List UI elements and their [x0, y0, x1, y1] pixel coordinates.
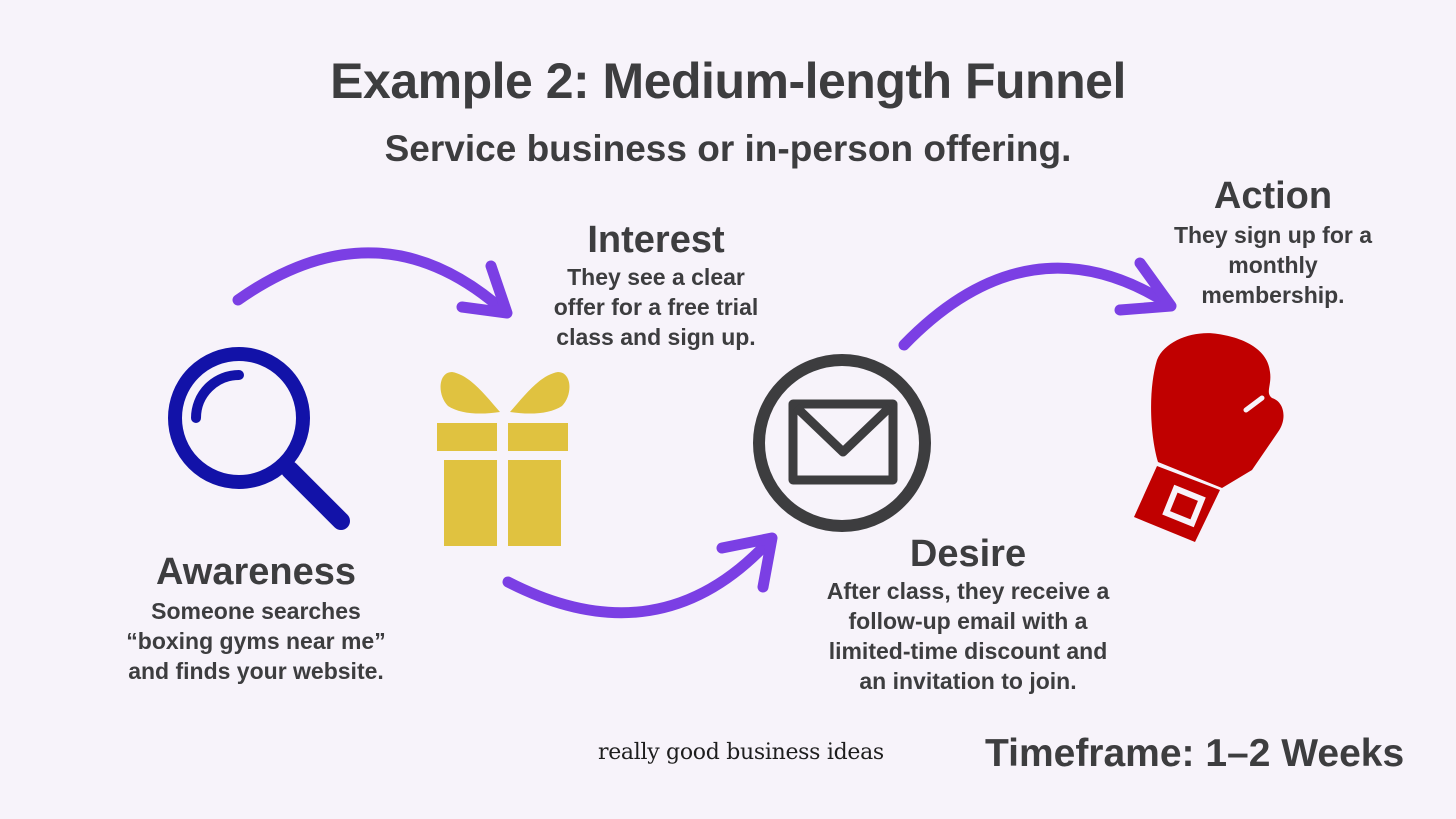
stage-description-desire: After class, they receive a follow-up em… [783, 576, 1153, 696]
boxing-glove-icon [1134, 333, 1284, 542]
envelope-icon [753, 354, 931, 532]
arrow-interest-to-desire [502, 532, 778, 619]
stage-heading-interest: Interest [587, 219, 725, 261]
description-line: and finds your website. [128, 658, 384, 684]
description-line: membership. [1201, 282, 1345, 308]
arrow-desire-to-action [898, 257, 1177, 351]
description-line: They see a clear [567, 264, 745, 290]
timeframe-label: Timeframe: 1–2 Weeks [985, 732, 1405, 775]
page-title: Example 2: Medium-length Funnel [330, 53, 1126, 109]
description-line: limited-time discount and [828, 638, 1108, 664]
description-line: monthly [1228, 252, 1318, 278]
magnifying-glass-icon [168, 347, 350, 530]
description-line: After class, they receive a [826, 578, 1110, 604]
stage-heading-desire: Desire [909, 533, 1027, 575]
stage-heading-action: Action [1213, 175, 1333, 217]
description-line: follow-up email with a [848, 608, 1088, 634]
arrow-awareness-to-interest [232, 247, 513, 319]
stage-description-action: They sign up for a monthly membership. [1143, 220, 1403, 310]
stage-description-awareness: Someone searches “boxing gyms near me” a… [86, 596, 426, 686]
gift-icon [437, 372, 570, 546]
stage-heading-awareness: Awareness [156, 551, 356, 593]
description-line: They sign up for a [1173, 222, 1373, 248]
description-line: Someone searches [151, 598, 361, 624]
description-line: class and sign up. [556, 324, 756, 350]
description-line: an invitation to join. [859, 668, 1077, 694]
description-line: offer for a free trial [553, 294, 759, 320]
brand-logo-text: really good business ideas [598, 740, 884, 765]
description-line: “boxing gyms near me” [126, 628, 386, 654]
page-subtitle: Service business or in-person offering. [384, 128, 1072, 169]
stage-description-interest: They see a clear offer for a free trial … [496, 262, 816, 352]
